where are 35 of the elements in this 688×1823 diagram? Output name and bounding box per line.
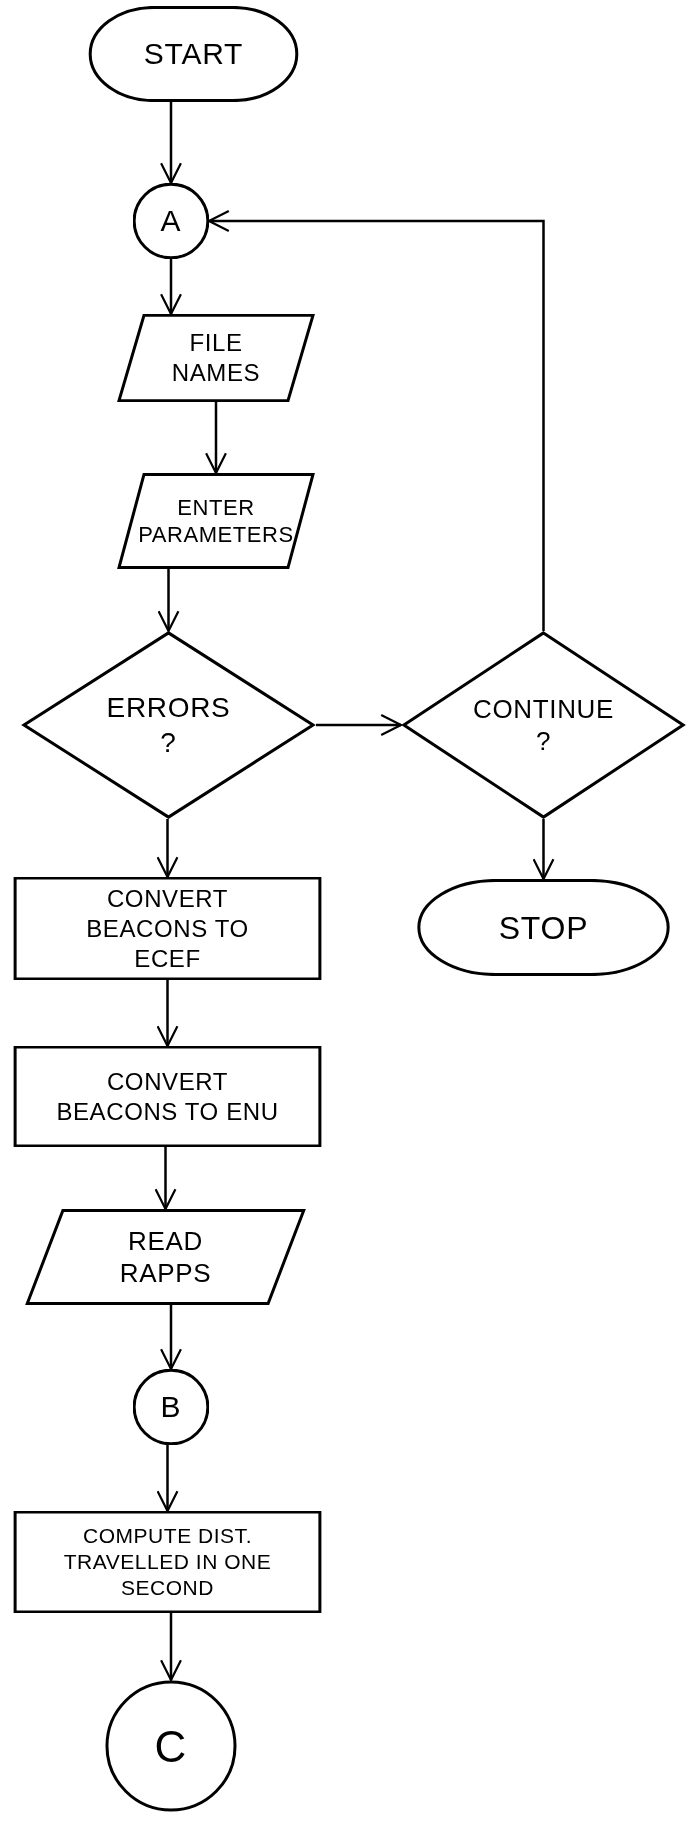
arrow bbox=[156, 819, 179, 879]
decision-diamond bbox=[401, 631, 686, 819]
arrow bbox=[205, 402, 227, 475]
arrow bbox=[316, 714, 403, 736]
node-label: CONVERT BEACONS TO ENU bbox=[55, 1066, 280, 1127]
arrow bbox=[156, 1445, 179, 1513]
input-parallelogram bbox=[116, 473, 316, 569]
arrow bbox=[154, 1147, 177, 1211]
arrow bbox=[160, 102, 182, 185]
input-parallelogram bbox=[23, 1209, 308, 1305]
node-label: ERRORS ? bbox=[105, 691, 232, 760]
node-label: C bbox=[154, 1720, 188, 1773]
arrow bbox=[532, 819, 555, 881]
arrow bbox=[160, 259, 182, 316]
decision-diamond bbox=[21, 631, 316, 819]
input-parallelogram bbox=[116, 314, 316, 402]
connector-circle bbox=[105, 1680, 237, 1812]
arrow bbox=[156, 980, 179, 1048]
node-label: CONVERT BEACONS TO ECEF bbox=[85, 883, 250, 974]
node-label: ENTER PARAMETERS bbox=[137, 493, 295, 549]
process-box bbox=[12, 877, 323, 980]
node-label: STOP bbox=[498, 908, 589, 948]
node-label: START bbox=[143, 36, 244, 73]
arrow bbox=[207, 210, 545, 631]
node-label: B bbox=[160, 1389, 182, 1426]
node-label: FILE NAMES bbox=[170, 328, 262, 388]
node-label: COMPUTE DIST. TRAVELLED IN ONE SECOND bbox=[62, 1522, 273, 1602]
node-label: A bbox=[160, 203, 182, 240]
arrow bbox=[160, 1613, 182, 1682]
node-label: READ RAPPS bbox=[118, 1224, 213, 1290]
node-label: CONTINUE ? bbox=[472, 692, 615, 758]
arrow bbox=[160, 1305, 182, 1371]
process-box bbox=[12, 1046, 323, 1147]
arrow bbox=[157, 569, 180, 633]
process-box bbox=[12, 1511, 323, 1613]
